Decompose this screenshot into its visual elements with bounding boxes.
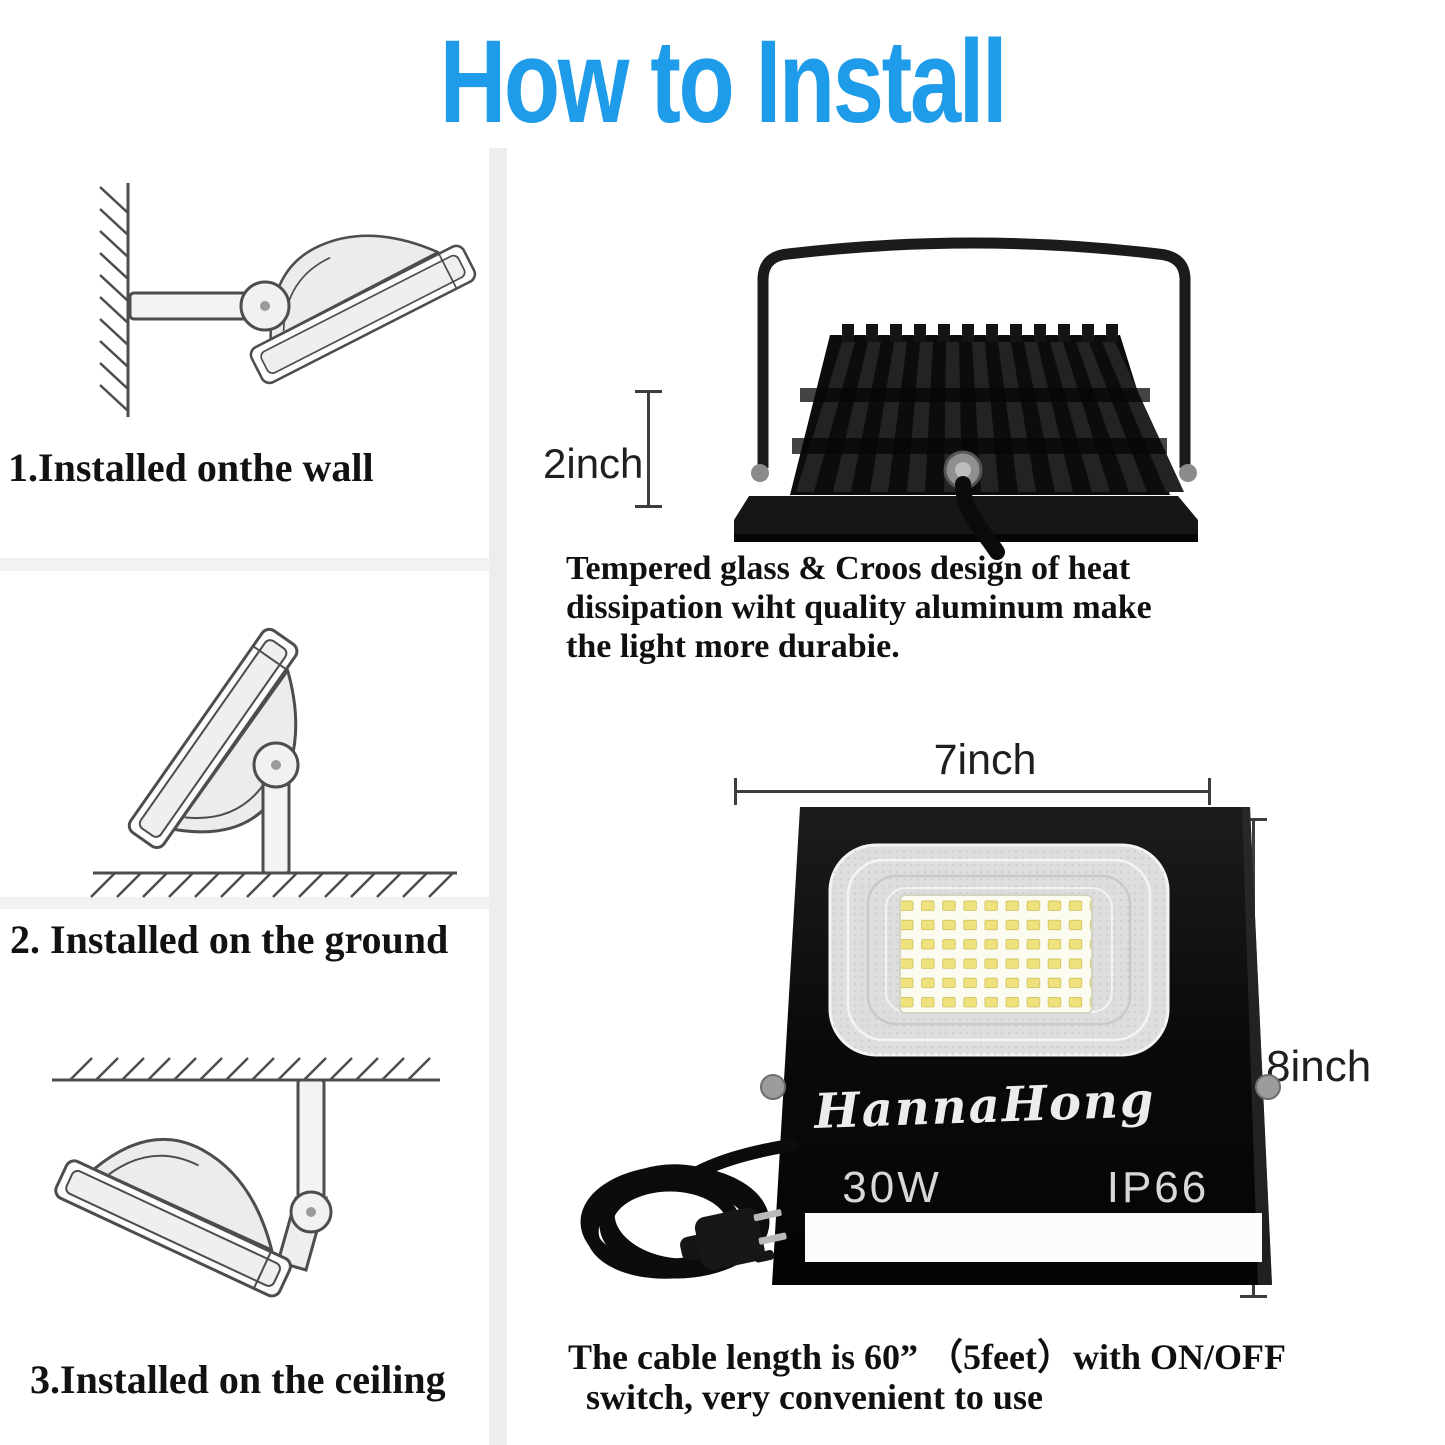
ground-hatching: [90, 872, 454, 898]
power-cable: [955, 476, 1005, 560]
description-line: the light more durabie.: [566, 628, 900, 665]
description-line: Tempered glass & Croos design of heat: [566, 550, 1131, 587]
cable-note-line-1: The cable length is 60” （5feet）with ON/O…: [568, 1337, 1286, 1377]
white-strip: [805, 1213, 1262, 1262]
bracket-pin-left: [751, 464, 769, 482]
ip-rating-label: IP66: [1107, 1163, 1210, 1212]
pivot-bolt: [271, 760, 281, 770]
mounting-bracket: [757, 237, 1191, 468]
step-1-caption: 1.Installed onthe wall: [8, 445, 374, 490]
side-knob-left: [760, 1074, 786, 1100]
us-plug: [680, 1208, 787, 1271]
side-knob-right: [1255, 1074, 1281, 1100]
floodlight-line-art: [127, 627, 299, 850]
led-array: [899, 894, 1093, 1014]
heatsink-fins: [790, 324, 1184, 495]
heat-dissipation-description: Tempered glass & Croos design of heat di…: [566, 549, 1152, 666]
step-3-caption: 3.Installed on the ceiling: [30, 1357, 446, 1402]
body-edge-highlight: [1242, 807, 1272, 1285]
floodlight-front-photo: HannaHong 30W IP66: [580, 807, 1281, 1285]
wall-hatching: [99, 186, 129, 412]
ceiling-hatching: [69, 1057, 431, 1081]
divider-horizontal-1: [0, 558, 489, 571]
dimension-label-7inch: 7inch: [933, 736, 1037, 784]
floodlight-line-art: [54, 1138, 292, 1298]
wattage-label: 30W: [842, 1163, 941, 1212]
dimension-label-8inch: 8inch: [1266, 1042, 1372, 1091]
divider-horizontal-2: [0, 897, 489, 909]
cable-note-line-2: switch, very convenient to use: [586, 1377, 1043, 1417]
dimension-label-2inch: 2inch: [543, 440, 644, 487]
mounting-post: [296, 1078, 326, 1204]
mounting-arm: [128, 291, 250, 321]
pivot-bolt: [260, 301, 270, 311]
description-line: dissipation wiht quality aluminum make: [566, 589, 1152, 626]
brand-logo: HannaHong: [811, 1072, 1156, 1140]
divider-vertical: [489, 148, 507, 1445]
ceiling-mount-drawing: [52, 1057, 440, 1298]
base-plate-edge: [734, 534, 1198, 542]
floodlight-back-photo: [734, 237, 1198, 560]
page-title: How to Install: [439, 16, 1008, 148]
cable-gland-cap: [955, 462, 971, 478]
pivot-bolt: [306, 1207, 316, 1217]
dimension-line-7inch: [734, 778, 1211, 805]
step-2-caption: 2. Installed on the ground: [10, 917, 449, 962]
bracket-pin-right: [1179, 464, 1197, 482]
wall-mount-drawing: [99, 183, 477, 417]
ground-mount-drawing: [90, 627, 457, 898]
dimension-line-2inch: [635, 390, 662, 508]
